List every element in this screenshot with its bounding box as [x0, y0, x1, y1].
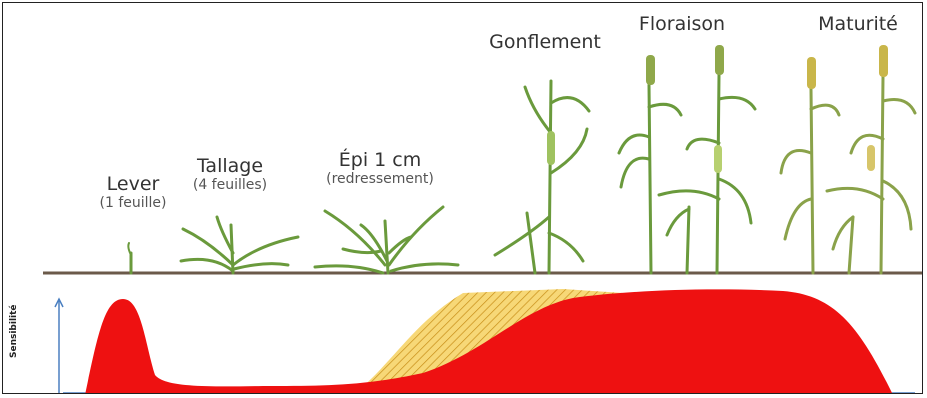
sensitivity-curve: [3, 3, 923, 394]
sensitivity-axis-label: Sensibilité: [9, 304, 19, 358]
wheat-development-diagram: Lever (1 feuille) Tallage (4 feuilles) É…: [2, 2, 923, 394]
